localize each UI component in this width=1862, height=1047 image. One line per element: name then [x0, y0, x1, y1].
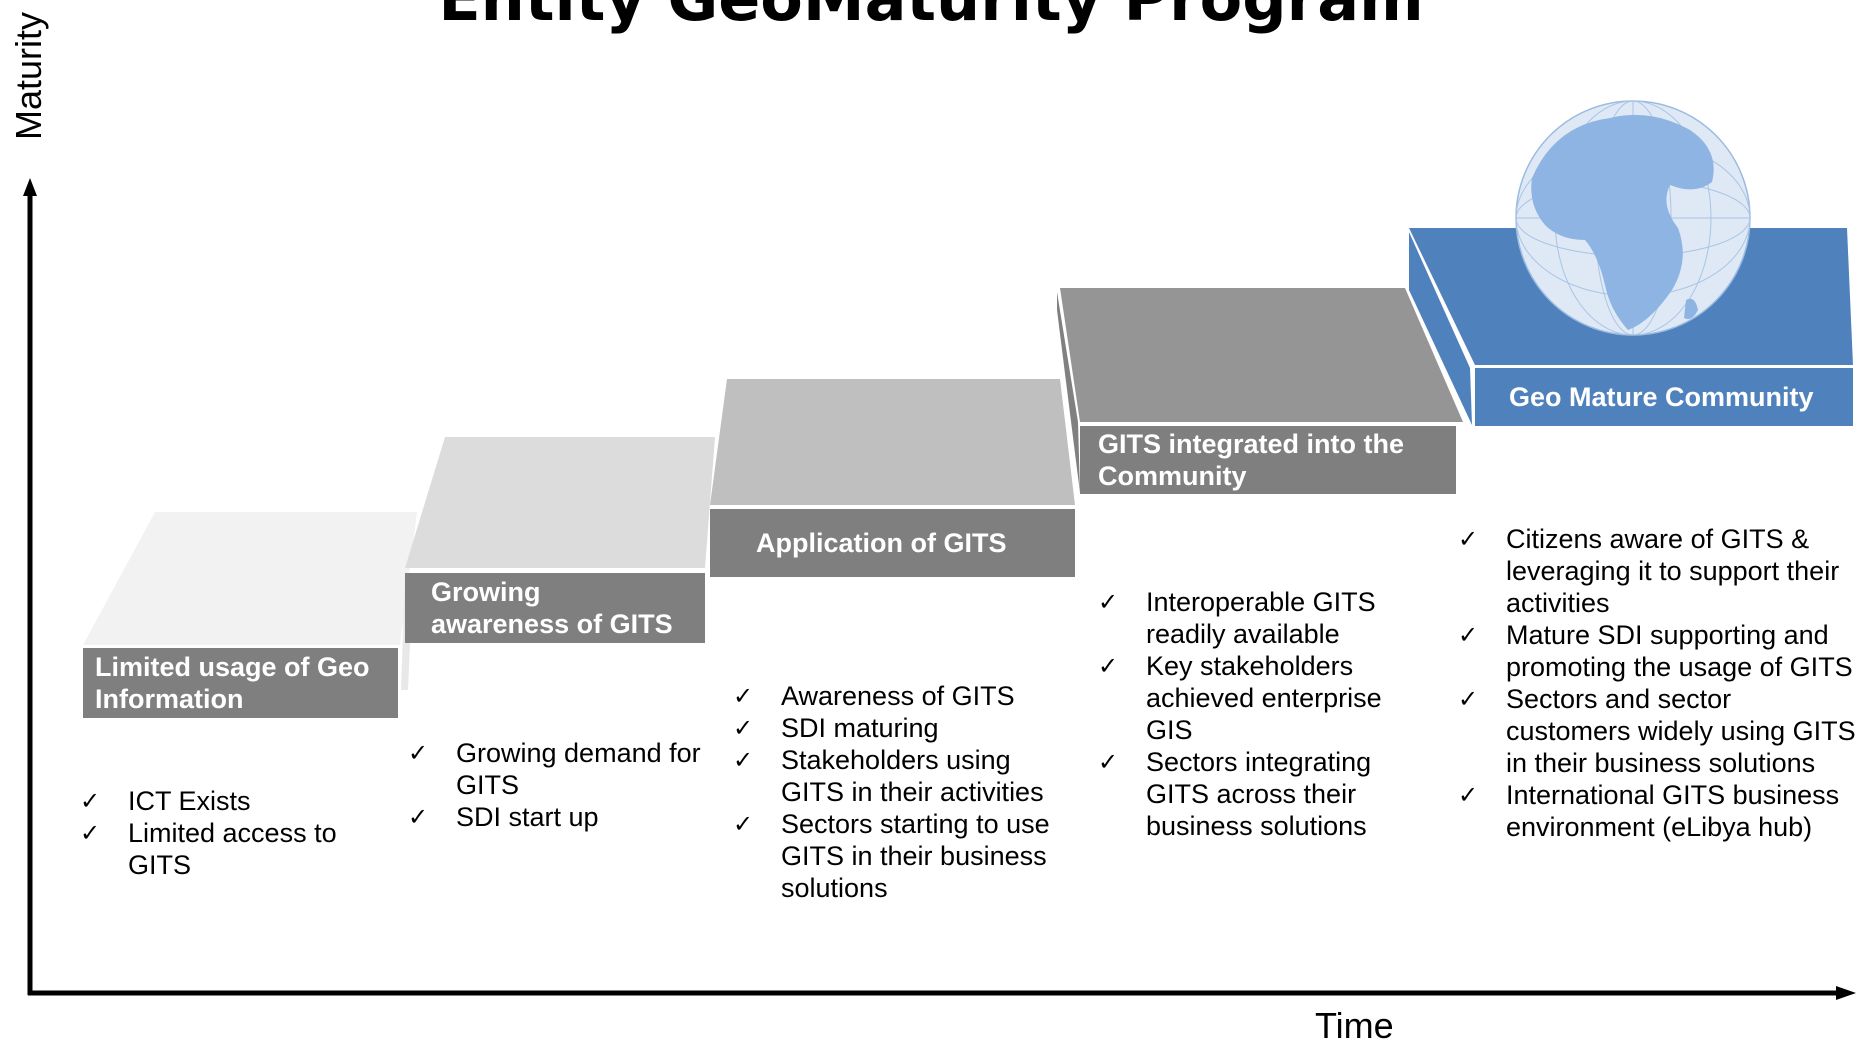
step-4-label: GITS integrated into the Community [1080, 426, 1456, 494]
check-icon: ✓ [1458, 621, 1479, 649]
y-axis-label: Maturity [8, 11, 49, 140]
check-icon: ✓ [733, 810, 754, 838]
check-icon: ✓ [1098, 588, 1119, 616]
list-item: ✓Sectors starting to use GITS in their b… [733, 809, 1050, 903]
check-icon: ✓ [408, 739, 429, 767]
step-4-side [1057, 292, 1080, 493]
check-icon: ✓ [80, 787, 101, 815]
list-item: ✓Sectors and sector customers widely usi… [1458, 684, 1856, 778]
list-item: ✓Mature SDI supporting and promoting the… [1458, 620, 1853, 682]
list-item: ✓SDI maturing [733, 713, 939, 743]
list-item: ✓Limited access to GITS [80, 818, 337, 880]
step-3-bullets: ✓Awareness of GITS ✓SDI maturing ✓Stakeh… [733, 680, 1068, 904]
step-2-label: Growing awareness of GITS [405, 573, 705, 643]
diagram-title: Entity GeoMaturity Program [0, 0, 1862, 35]
list-item: ✓Stakeholders using GITS in their activi… [733, 745, 1044, 807]
list-item: ✓Interoperable GITS readily available [1098, 587, 1376, 649]
step-3-top [710, 379, 1075, 505]
check-icon: ✓ [1458, 525, 1479, 553]
step-5-bullets: ✓Citizens aware of GITS & leveraging it … [1458, 523, 1858, 843]
list-item: ✓International GITS business environment… [1458, 780, 1840, 842]
x-axis-arrow [1836, 986, 1856, 1000]
list-item: ✓Growing demand for GITS [408, 738, 701, 800]
check-icon: ✓ [1458, 685, 1479, 713]
list-item: ✓Citizens aware of GITS & leveraging it … [1458, 524, 1840, 618]
check-icon: ✓ [1098, 652, 1119, 680]
step-5-label: Geo Mature Community [1475, 368, 1853, 426]
check-icon: ✓ [408, 803, 429, 831]
list-item: ✓ICT Exists [80, 786, 251, 816]
check-icon: ✓ [733, 682, 754, 710]
step-2-top [405, 437, 715, 568]
y-axis-arrow [23, 178, 37, 196]
globe-icon [1515, 100, 1751, 336]
list-item: ✓Awareness of GITS [733, 681, 1015, 711]
list-item: ✓Key stakeholders achieved enterprise GI… [1098, 651, 1382, 745]
step-4-top [1060, 288, 1463, 422]
step-4-bullets: ✓Interoperable GITS readily available ✓K… [1098, 586, 1398, 842]
step-3-label: Application of GITS [710, 509, 1075, 577]
step-1-label: Limited usage of Geo Information [83, 648, 398, 718]
list-item: ✓SDI start up [408, 802, 599, 832]
step-5-side [1409, 232, 1472, 425]
step-2-bullets: ✓Growing demand for GITS ✓SDI start up [408, 737, 723, 833]
step-1-top [83, 512, 417, 645]
check-icon: ✓ [1098, 748, 1119, 776]
check-icon: ✓ [733, 714, 754, 742]
step-1-bullets: ✓ICT Exists ✓Limited access to GITS [80, 785, 380, 881]
check-icon: ✓ [733, 746, 754, 774]
check-icon: ✓ [1458, 781, 1479, 809]
list-item: ✓Sectors integrating GITS across their b… [1098, 747, 1372, 841]
check-icon: ✓ [80, 819, 101, 847]
x-axis-label: Time [1315, 1005, 1394, 1046]
